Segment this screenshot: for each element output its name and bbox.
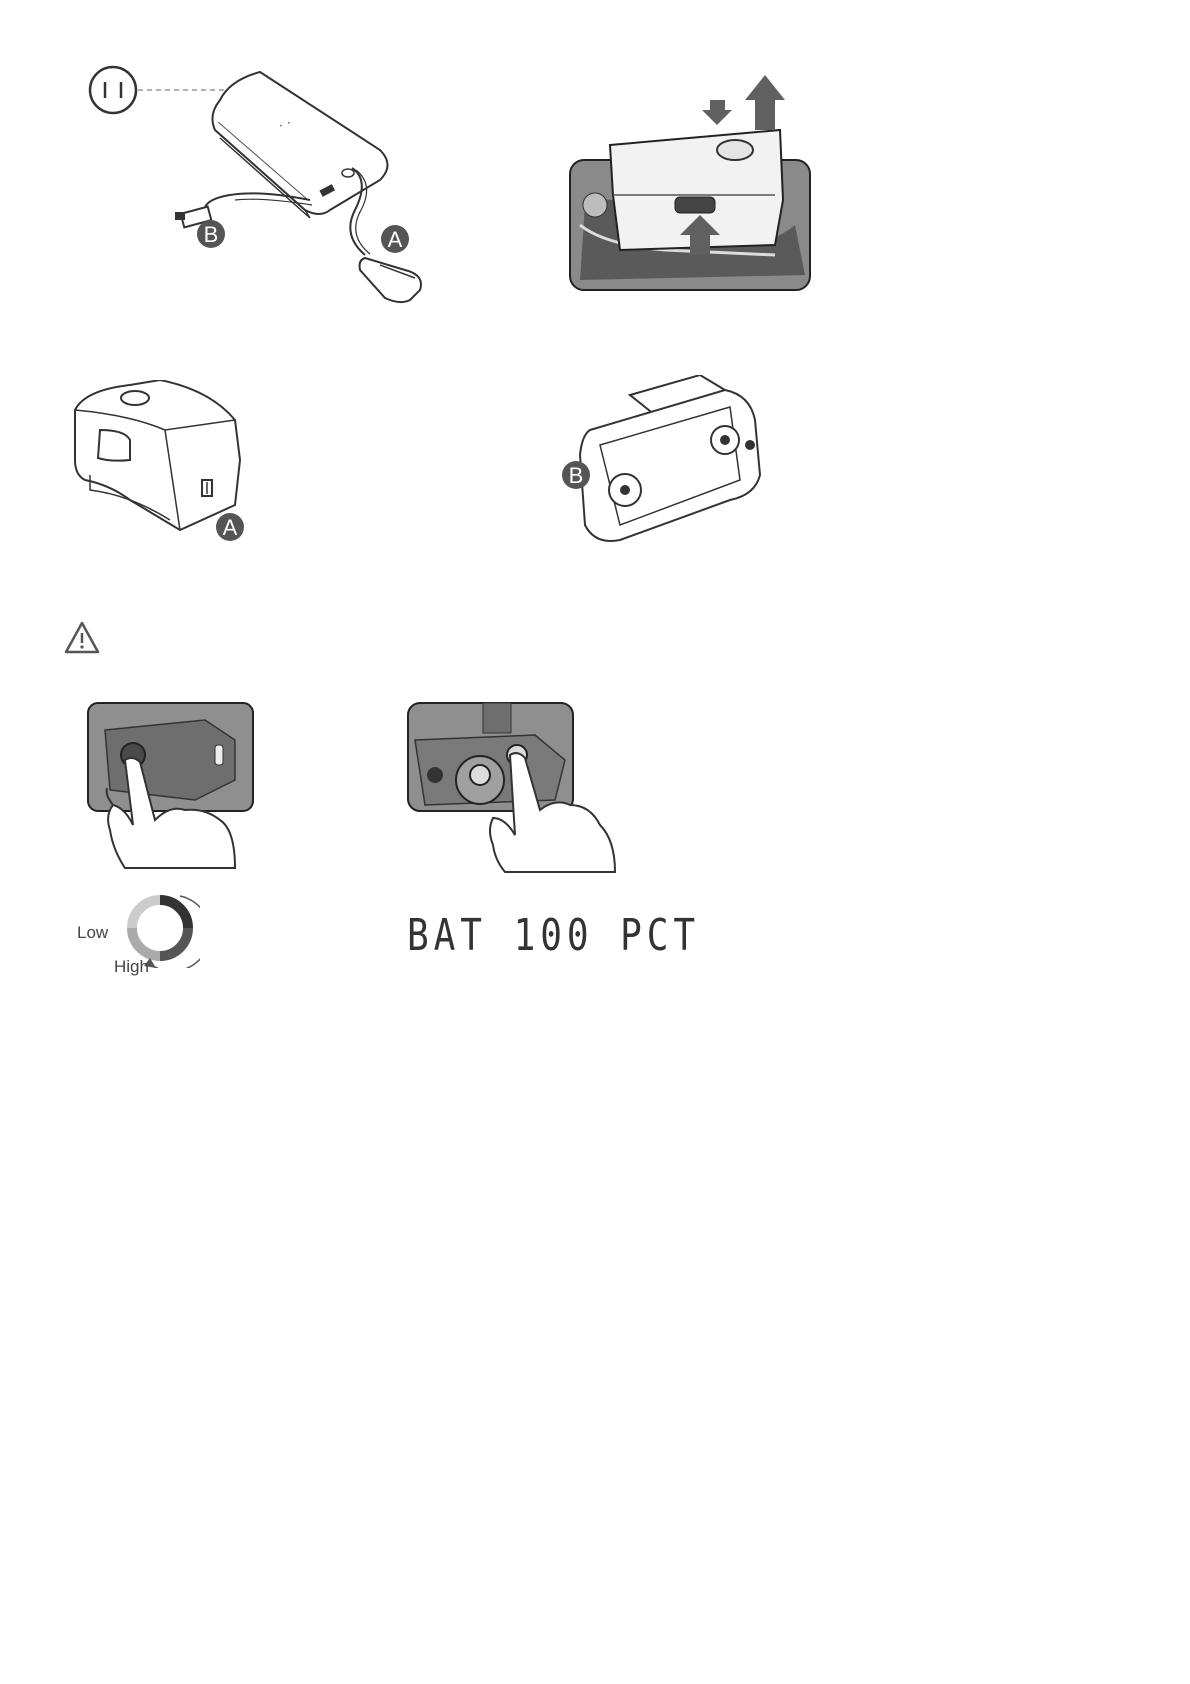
battery-removal-illustration — [565, 75, 815, 295]
remote-controller-illustration: B — [560, 375, 780, 550]
high-label: High — [114, 957, 149, 977]
badge-a: A — [216, 513, 244, 541]
badge-b: B — [562, 461, 590, 489]
badge-b: B — [197, 220, 225, 248]
battery-level-indicator — [120, 888, 200, 968]
power-plug-icon — [90, 67, 136, 113]
display-readout: BAT 100 PCT — [407, 910, 700, 961]
remote-button-press-illustration — [405, 700, 625, 875]
badge-a-label: A — [223, 515, 238, 540]
battery-removal-figure — [565, 75, 815, 295]
charger-illustration: · · B A — [80, 60, 480, 330]
warning-triangle-icon — [63, 620, 101, 656]
remote-button-press-figure — [405, 700, 625, 875]
charger-figure: · · B A — [80, 60, 480, 330]
remote-controller-figure: B — [560, 375, 780, 550]
battery-figure: A — [70, 380, 260, 545]
badge-a-label: A — [388, 227, 403, 252]
badge-b-label: B — [569, 463, 584, 488]
battery-illustration: A — [70, 380, 260, 545]
battery-button-press-illustration — [85, 700, 255, 870]
battery-button-press-figure — [85, 700, 255, 870]
badge-a: A — [381, 225, 409, 253]
low-label: Low — [77, 923, 108, 943]
badge-b-label: B — [204, 222, 219, 247]
